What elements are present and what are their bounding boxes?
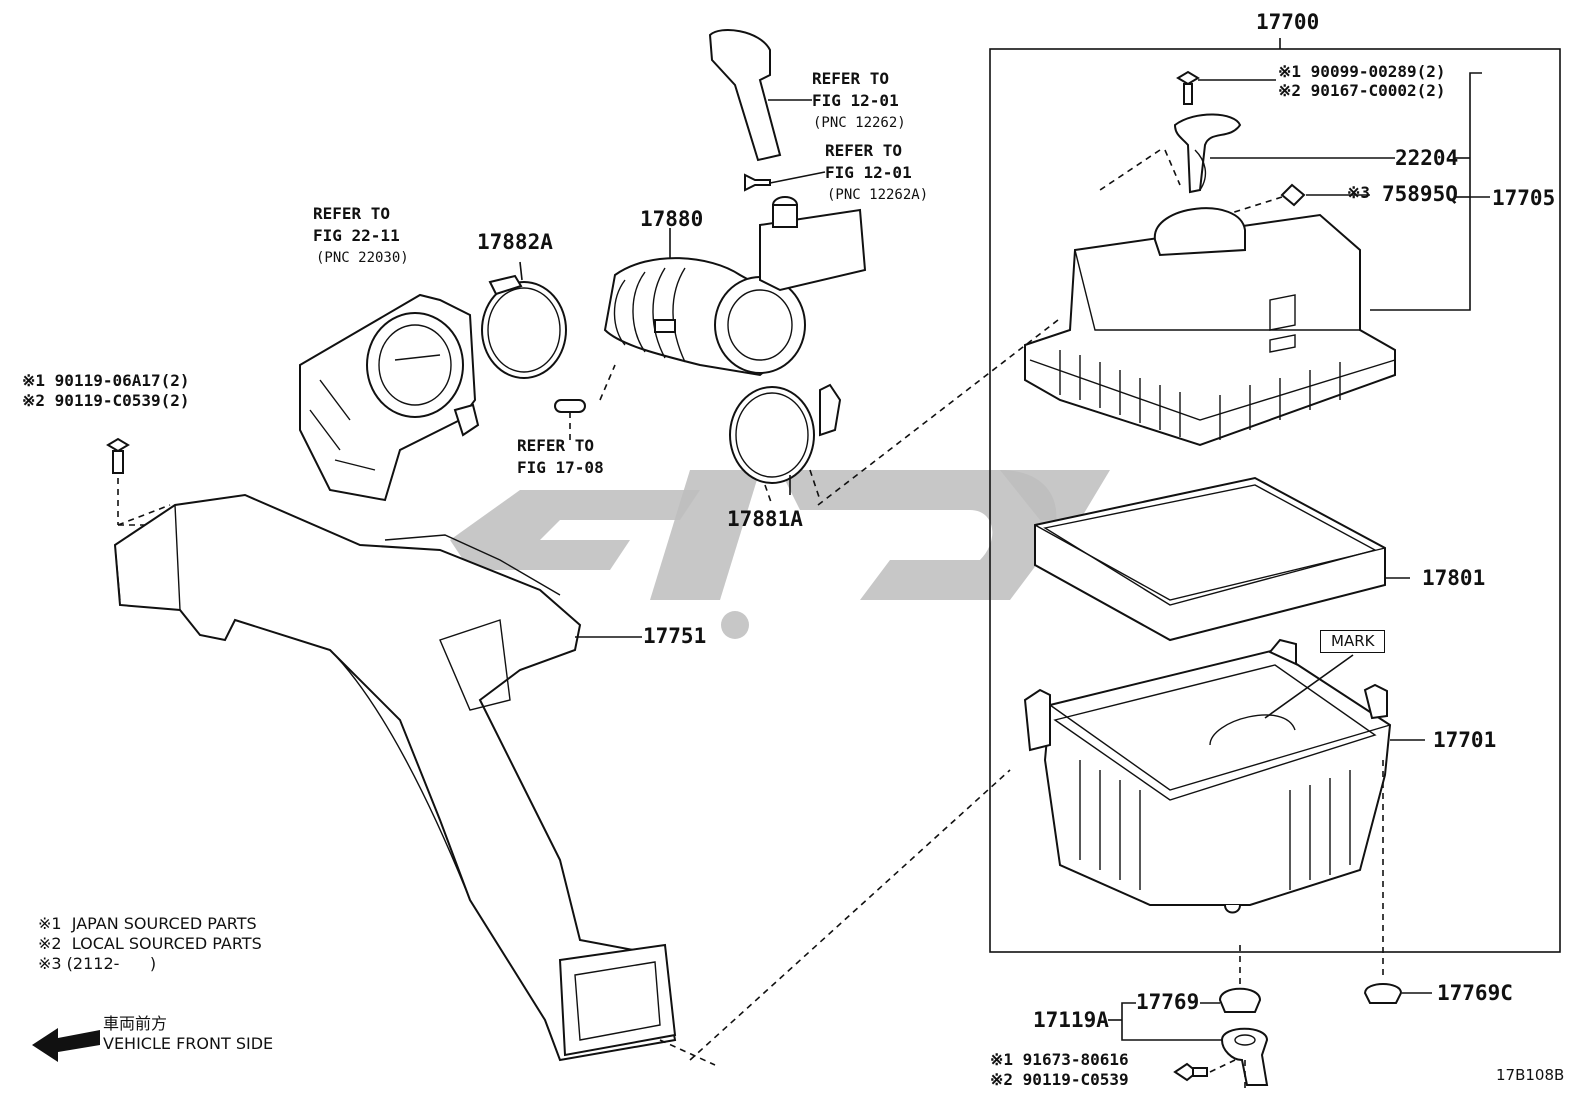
bracket-17119A-drawing [1220, 1027, 1269, 1086]
part-17769-drawing [1218, 987, 1262, 1013]
small-pipe-drawing [554, 399, 586, 413]
air-inlet-duct-drawing [113, 493, 677, 1062]
ref-b-line3: (PNC 12262A) [827, 187, 929, 203]
air-filter-drawing [1034, 476, 1386, 642]
part-17769C-label: 17769C [1437, 981, 1513, 1005]
ref-d-line2: FIG 17-08 [517, 458, 604, 477]
legend-line-1: ※1 JAPAN SOURCED PARTS [38, 914, 257, 933]
direction-en: VEHICLE FRONT SIDE [103, 1034, 274, 1053]
part-17881A-label: 17881A [727, 507, 803, 531]
clip-3-mark: ※3 [1347, 183, 1371, 202]
air-cleaner-case-drawing [1023, 638, 1392, 914]
ref-c-line1: REFER TO [313, 204, 391, 223]
part-75895Q-drawing [1280, 183, 1306, 207]
part-17769C-drawing [1363, 983, 1403, 1004]
clamp-17881A-drawing [729, 383, 842, 484]
part-75895Q-label: 75895Q [1382, 182, 1458, 206]
throttle-body-drawing [299, 293, 480, 502]
ref-a-line3: (PNC 12262) [813, 115, 906, 131]
part-17801-label: 17801 [1422, 566, 1486, 590]
legend-line-3: ※3 (2112- ) [38, 954, 157, 973]
ref-b-line1: REFER TO [825, 141, 903, 160]
ref-a-line1: REFER TO [812, 69, 890, 88]
ref-a-line2: FIG 12-01 [812, 91, 899, 110]
ref-c-line2: FIG 22-11 [313, 226, 400, 245]
left-bolt-callout-1: ※1 90119-06A17(2) [22, 371, 190, 390]
breather-hose-drawing [708, 29, 782, 192]
part-17769-label: 17769 [1136, 990, 1200, 1014]
resonator-drawing [759, 196, 867, 292]
part-17701-label: 17701 [1433, 728, 1497, 752]
part-17751-label: 17751 [643, 624, 707, 648]
vehicle-front-arrow-icon [32, 1028, 100, 1062]
part-17880-label: 17880 [640, 207, 704, 231]
bottom-bolt-callout-2: ※2 90119-C0539 [990, 1070, 1129, 1089]
diagram-code: 17B108B [1496, 1066, 1565, 1084]
legend-line-2: ※2 LOCAL SOURCED PARTS [38, 934, 262, 953]
left-bolt-callout-2: ※2 90119-C0539(2) [22, 391, 190, 410]
ref-c-line3: (PNC 22030) [316, 250, 409, 266]
direction-jp: 車両前方 [103, 1014, 168, 1033]
mark-label: MARK [1320, 630, 1386, 654]
part-17119A-label: 17119A [1033, 1008, 1109, 1032]
assembly-box-17700 [989, 48, 1561, 953]
part-17882A-label: 17882A [477, 230, 553, 254]
bottom-bolt-callout-1: ※1 91673-80616 [990, 1050, 1129, 1069]
air-cleaner-cover-drawing [1024, 207, 1396, 447]
intake-hose-17880-drawing [603, 257, 806, 377]
clamp-17882A-drawing [481, 274, 567, 379]
top-screw-callout-2: ※2 90167-C0002(2) [1278, 81, 1446, 100]
assembly-17700-label: 17700 [1256, 10, 1320, 34]
watermark-logo [450, 470, 1110, 639]
assembly-17705-label: 17705 [1492, 186, 1556, 210]
part-22204-label: 22204 [1395, 146, 1459, 170]
screw-top-part [1176, 70, 1200, 105]
part-22204-drawing [1173, 113, 1242, 194]
bolt-bottom-drawing [1173, 1062, 1208, 1082]
ref-b-line2: FIG 12-01 [825, 163, 912, 182]
ref-d-line1: REFER TO [517, 436, 595, 455]
top-screw-callout-1: ※1 90099-00289(2) [1278, 62, 1446, 81]
bolt-left-drawing [106, 437, 130, 474]
